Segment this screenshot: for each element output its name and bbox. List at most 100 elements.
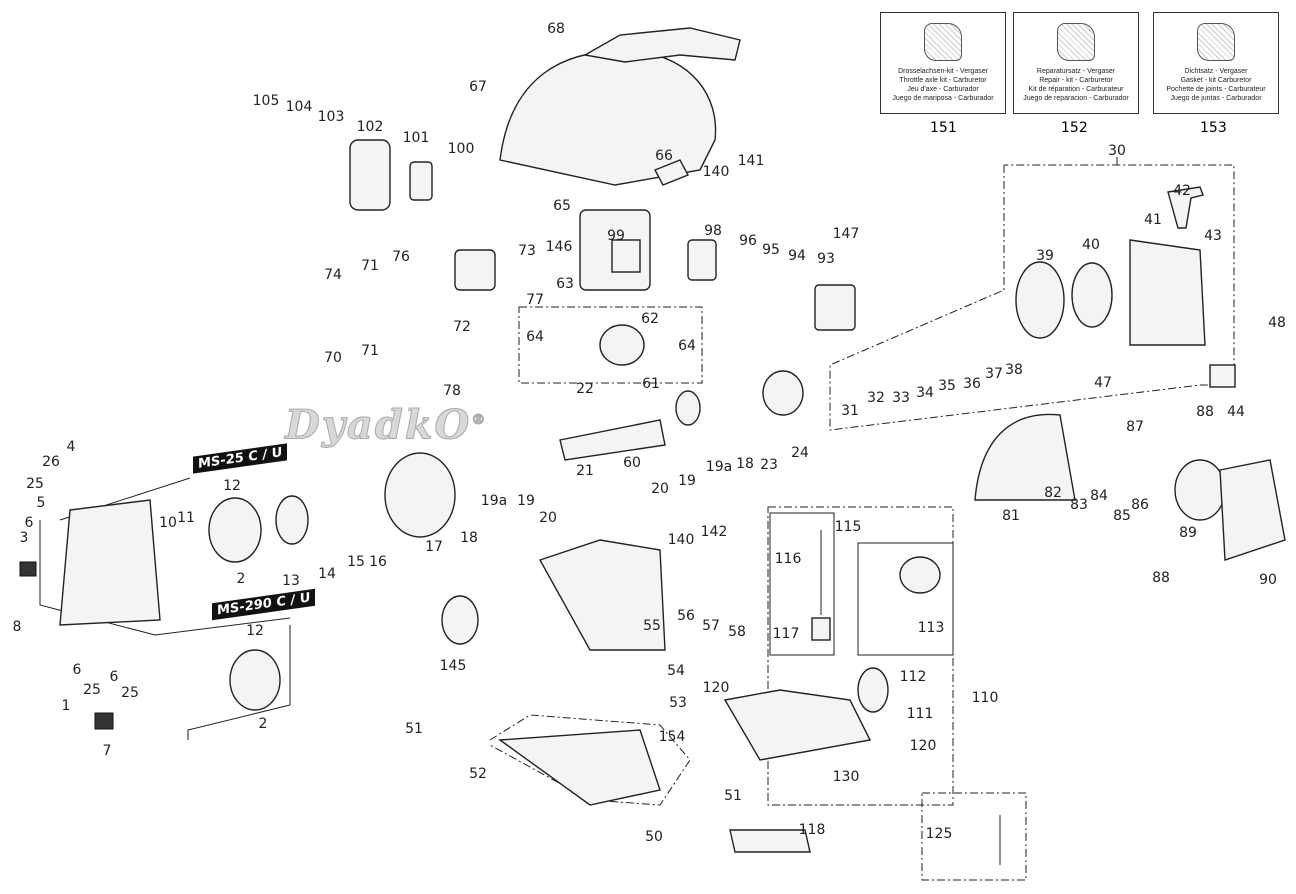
kit-card-152: Reparatursatz - Vergaser Repair - kit - … [1013,12,1139,114]
part-label-87: 87 [1126,419,1144,435]
part-label-19: 19 [678,473,696,489]
group-ms290-outline [187,625,291,740]
part-label-105: 105 [253,93,280,109]
part-label-117: 117 [773,626,800,642]
starter-handle-part-42 [1167,186,1204,229]
label-part-44 [1209,364,1236,388]
part-label-25: 25 [83,682,101,698]
part-label-78: 78 [443,383,461,399]
part-label-19a: 19a [481,493,507,509]
part-label-71: 71 [361,343,379,359]
part-label-41: 41 [1144,212,1162,228]
part-label-60: 60 [623,455,641,471]
part-label-142: 142 [701,524,728,540]
part-label-140: 140 [703,164,730,180]
part-label-24: 24 [791,445,809,461]
bearing-part-19 [675,390,701,426]
part-label-116: 116 [775,551,802,567]
part-label-103: 103 [318,109,345,125]
part-label-54: 54 [667,663,685,679]
part-label-48: 48 [1268,315,1286,331]
part-label-16: 16 [369,554,387,570]
group-125-outline [921,792,1027,881]
kit-text-fr: Jeu d'axe - Carburador [907,86,979,93]
carburetor-kit-icon [1197,23,1235,61]
part-label-67: 67 [469,79,487,95]
kit-text-en: Gasket - kit Carburetor [1180,77,1252,84]
part-label-6: 6 [73,662,82,678]
ignition-coil-part-72 [454,249,496,291]
filter-part-117 [811,617,831,641]
part-label-25: 25 [26,476,44,492]
kit-text-es: Juego de juntas - Carburador [1170,95,1262,102]
part-label-140: 140 [668,532,695,548]
group-61-outline [518,306,703,384]
part-label-147: 147 [833,226,860,242]
part-label-2: 2 [237,571,246,587]
seal-part-145 [441,595,479,645]
carburetor-kit-icon [1057,23,1095,61]
watermark-registered: ® [471,412,488,429]
tank-neck-part [857,667,889,713]
fuel-tank-part-111 [723,689,872,761]
part-label-81: 81 [1002,508,1020,524]
part-label-64: 64 [678,338,696,354]
part-label-66: 66 [655,148,673,164]
part-label-71: 71 [361,258,379,274]
part-label-14: 14 [318,566,336,582]
cover-part-68 [582,27,741,63]
part-label-88: 88 [1152,570,1170,586]
cover-part-90 [1219,459,1286,561]
part-label-113: 113 [918,620,945,636]
part-label-72: 72 [453,319,471,335]
part-label-130: 130 [833,769,860,785]
piston-part-62 [599,324,645,366]
flywheel-part-17 [384,452,456,538]
clutch-drum-part-12-ms290 [229,649,281,711]
part-label-18: 18 [736,456,754,472]
watermark-logo: DyadkO® [284,398,488,447]
part-label-76: 76 [392,249,410,265]
gasket-part-101 [409,161,433,201]
part-label-20: 20 [539,510,557,526]
part-label-55: 55 [643,618,661,634]
part-label-15: 15 [347,554,365,570]
part-label-94: 94 [788,248,806,264]
part-label-31: 31 [841,403,859,419]
part-label-56: 56 [677,608,695,624]
part-label-34: 34 [916,385,934,401]
part-label-4: 4 [67,439,76,455]
part-label-19: 19 [517,493,535,509]
group-110-outline [767,506,954,806]
part-label-33: 33 [892,390,910,406]
part-label-3: 3 [20,530,29,546]
part-3 [19,561,37,577]
part-label-110: 110 [972,690,999,706]
kit-text-en: Repair - kit - Carburetor [1039,77,1113,84]
part-label-12: 12 [246,623,264,639]
kit-text-de: Drosselachsen-kit - Vergaser [898,68,988,75]
part-label-25: 25 [121,685,139,701]
part-label-22: 22 [576,381,594,397]
crankcase-part-1 [59,499,161,626]
part-98 [687,239,717,281]
kit-number-153: 153 [1200,120,1227,136]
part-label-53: 53 [669,695,687,711]
part-label-120: 120 [703,680,730,696]
part-label-115: 115 [835,519,862,535]
part-label-102: 102 [357,119,384,135]
part-24 [762,370,804,416]
part-label-99: 99 [607,228,625,244]
part-label-10: 10 [159,515,177,531]
pad-part-118 [729,829,811,853]
base-part-52 [498,729,661,806]
part-label-44: 44 [1227,404,1245,420]
starter-housing-part-41 [1129,239,1206,346]
part-label-64: 64 [526,329,544,345]
clutch-cover-part-81 [974,413,1076,501]
part-label-58: 58 [728,624,746,640]
part-label-63: 63 [556,276,574,292]
part-label-43: 43 [1204,228,1222,244]
